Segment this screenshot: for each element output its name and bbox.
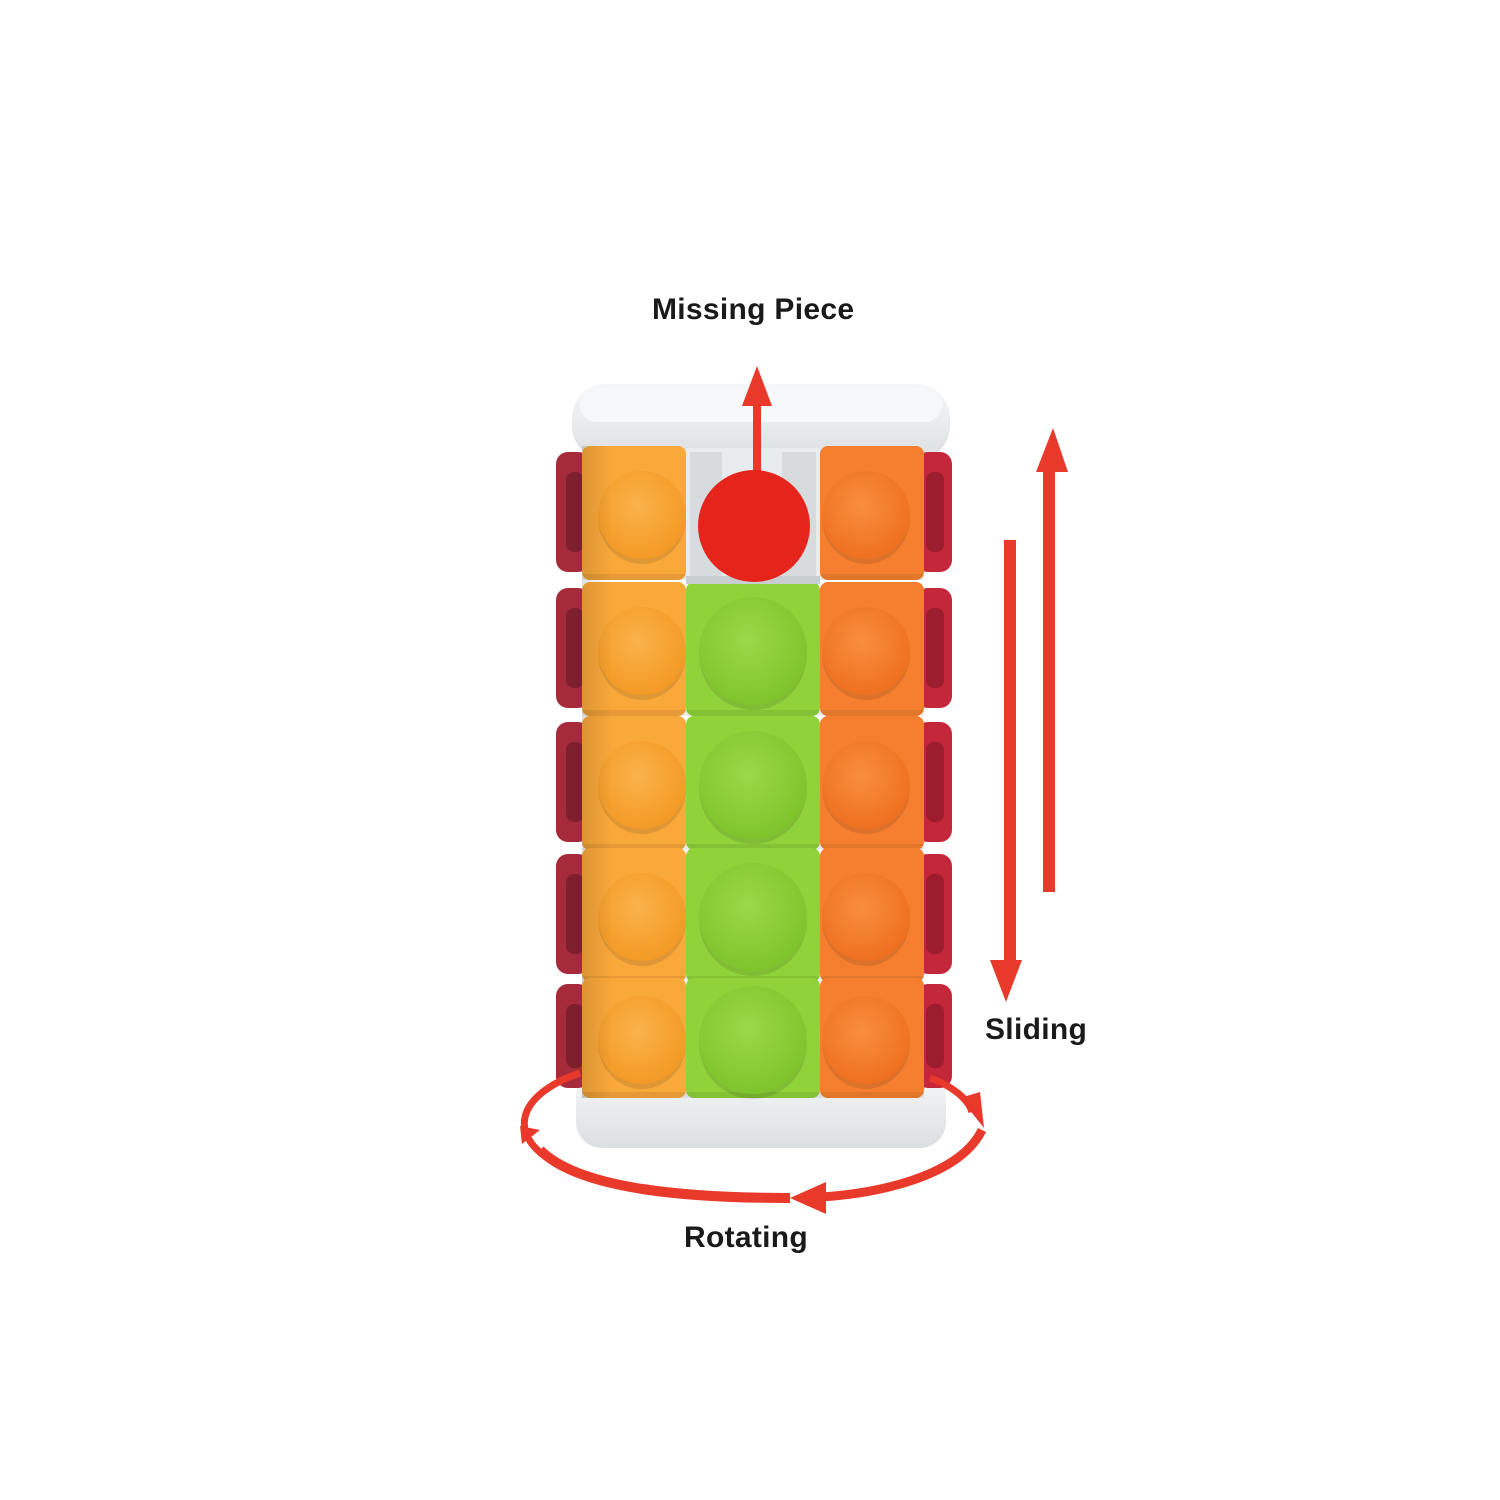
tile-stud: [822, 741, 910, 829]
tile-stud: [598, 741, 686, 829]
tile-edge: [820, 574, 924, 580]
puzzle-body: [556, 384, 952, 1148]
tile-stud: [598, 471, 686, 559]
tile-edge: [582, 710, 686, 716]
sliding-label: Sliding: [985, 1013, 1088, 1046]
tile-green-row-4: [686, 848, 820, 982]
tile-edge: [820, 1092, 924, 1098]
rotating-label: Rotating: [684, 1221, 809, 1254]
tile-stud: [598, 996, 686, 1084]
tile-edge: [582, 844, 686, 850]
tile-stud: [822, 607, 910, 695]
left-side-pieces: [556, 452, 590, 1088]
tile-green-row-2: [686, 582, 820, 716]
arrow-up-icon: [742, 366, 772, 406]
tile-orange-row-5: [820, 978, 924, 1098]
tile-edge: [582, 574, 686, 580]
tile-stud: [598, 607, 686, 695]
circular-rotation-arrow-icon: [520, 1069, 987, 1214]
tile-green-row-5: [686, 978, 820, 1099]
left-side-groove: [566, 608, 584, 688]
tile-stud: [822, 996, 910, 1084]
tile-grid: [582, 446, 924, 1099]
tile-orange-row-3: [820, 716, 924, 850]
left-side-groove: [566, 472, 584, 552]
rotate-left-tip: [520, 1126, 540, 1144]
rotate-bottom-left-arc: [536, 1146, 791, 1203]
right-side-groove: [926, 874, 944, 954]
slide-down-arrowhead: [990, 960, 1022, 1002]
slide-up-arrowhead: [1036, 428, 1068, 472]
column-shade: [582, 446, 612, 1098]
tile-orange-row-1: [820, 446, 924, 580]
tile-green-row-3: [686, 716, 820, 850]
tile-stud: [822, 471, 910, 559]
tile-stud: [699, 597, 807, 705]
tile-orange-row-2: [820, 582, 924, 716]
tile-orange-row-4: [820, 848, 924, 982]
tile-edge: [686, 844, 820, 850]
left-side-groove: [566, 874, 584, 954]
tile-stud: [699, 731, 807, 839]
tile-stud: [822, 873, 910, 961]
missing-piece-marker: [698, 366, 810, 582]
left-side-groove: [566, 742, 584, 822]
left-side-groove: [566, 1004, 584, 1068]
tile-stud: [598, 873, 686, 961]
tile-edge: [582, 1092, 686, 1098]
right-side-groove: [926, 742, 944, 822]
rotate-bottom-arrowhead: [790, 1182, 826, 1214]
tile-edge: [820, 844, 924, 850]
tile-stud: [699, 863, 807, 971]
right-side-groove: [926, 1004, 944, 1068]
tile-edge: [686, 1092, 820, 1098]
rotate-bottom-right-arc: [799, 1127, 987, 1203]
tile-stud: [699, 986, 807, 1094]
tile-edge: [820, 710, 924, 716]
right-side-groove: [926, 472, 944, 552]
missing-piece-dot: [698, 470, 810, 582]
rotate-right-arrowhead: [960, 1092, 984, 1128]
missing-piece-label: Missing Piece: [652, 293, 855, 326]
up-down-arrows-icon: [990, 428, 1068, 1002]
right-side-pieces: [916, 452, 952, 1088]
tile-edge: [686, 710, 820, 716]
right-side-groove: [926, 608, 944, 688]
